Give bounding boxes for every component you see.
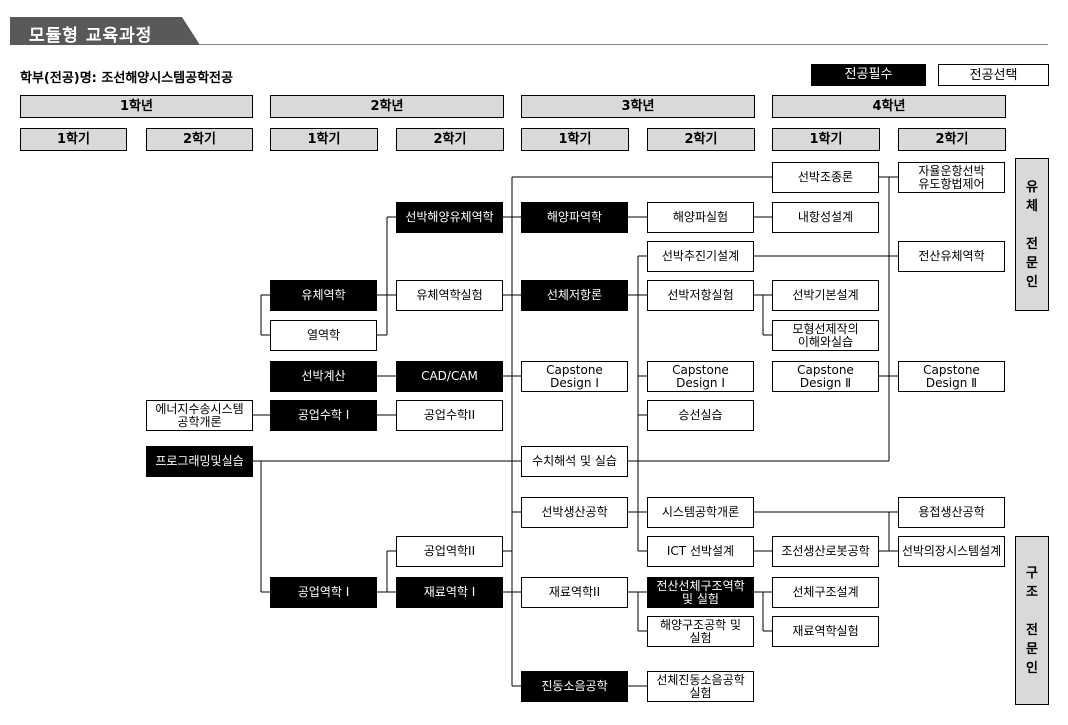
- course-fluid-lab: 유체역학실험: [396, 280, 503, 311]
- course-ship-ocean-fluid: 선박해양유체역학: [396, 202, 503, 233]
- semester-header-y1-s1: 1학기: [20, 128, 127, 151]
- legend-required: 전공필수: [811, 64, 926, 86]
- course-seakeeping-design: 내항성설계: [772, 202, 879, 233]
- title-tab-shape: [10, 17, 200, 45]
- year-header-1: 1학년: [20, 95, 253, 118]
- course-ship-outfitting-design: 선박의장시스템설계: [898, 536, 1005, 567]
- side-label-fluid-char: 체: [1026, 198, 1038, 214]
- course-cad-cam: CAD/CAM: [396, 361, 503, 392]
- title-tab: 모듈형 교육과정: [10, 17, 200, 46]
- course-wave-lab: 해양파실험: [647, 202, 754, 233]
- year-header-3: 3학년: [521, 95, 755, 118]
- year-header-2: 2학년: [270, 95, 504, 118]
- course-mechanics-of-materials-2: 재료역학II: [521, 577, 628, 608]
- side-label-fluid-char: 전: [1026, 236, 1038, 252]
- course-programming: 프로그래밍및실습: [146, 446, 253, 477]
- side-label-structure-char: 인: [1026, 660, 1038, 676]
- side-label-fluid-char: 인: [1026, 274, 1038, 290]
- side-label-structure-specialist: 구 조 전 문 인: [1015, 536, 1049, 705]
- course-propulsion-design: 선박추진기설계: [647, 241, 754, 272]
- course-resistance-lab: 선박저항실험: [647, 280, 754, 311]
- course-capstone-1-a: Capstone Design I: [521, 361, 628, 392]
- course-model-ship-practice: 모형선제작의 이해와실습: [772, 320, 879, 351]
- course-capstone-2-a: Capstone Design Ⅱ: [772, 361, 879, 392]
- course-fluid-mechanics: 유체역학: [270, 280, 377, 311]
- semester-header-y3-s1: 1학기: [521, 128, 629, 151]
- course-ship-calculation: 선박계산: [270, 361, 377, 392]
- course-capstone-1-b: Capstone Design I: [647, 361, 754, 392]
- side-label-fluid-char: 문: [1026, 255, 1038, 271]
- course-ship-resistance: 선체저항론: [521, 280, 628, 311]
- course-systems-engineering-intro: 시스템공학개론: [647, 497, 754, 528]
- course-engineering-math-2: 공업수학II: [396, 400, 503, 431]
- course-computational-structural-mechanics: 전산선체구조역학 및 실험: [647, 577, 754, 608]
- course-intro-energy-transport: 에너지수송시스템 공학개론: [146, 400, 253, 431]
- semester-header-y4-s1: 1학기: [772, 128, 880, 151]
- course-ocean-structural-engineering: 해양구조공학 및 실험: [647, 616, 754, 647]
- semester-header-y1-s2: 2학기: [146, 128, 253, 151]
- course-cfd: 전산유체역학: [898, 241, 1005, 272]
- side-label-structure-char: 전: [1026, 622, 1038, 638]
- course-ship-maneuvering: 선박조종론: [772, 162, 879, 193]
- course-vibration-noise: 진동소음공학: [521, 671, 628, 702]
- title-divider: [200, 44, 1048, 45]
- course-shipbuilding-robotics: 조선생산로봇공학: [772, 536, 879, 567]
- course-ict-ship-design: ICT 선박설계: [647, 536, 754, 567]
- course-ship-production: 선박생산공학: [521, 497, 628, 528]
- course-ocean-wave-mechanics: 해양파역학: [521, 202, 628, 233]
- course-numerical-analysis: 수치해석 및 실습: [521, 446, 628, 477]
- course-mechanics-of-materials-1: 재료역학 I: [396, 577, 503, 608]
- course-basic-ship-design: 선박기본설계: [772, 280, 879, 311]
- course-thermodynamics: 열역학: [270, 320, 377, 351]
- course-engineering-mechanics-1: 공업역학 I: [270, 577, 377, 608]
- semester-header-y2-s2: 2학기: [396, 128, 504, 151]
- side-label-fluid-char: 유: [1026, 179, 1038, 195]
- legend-elective: 전공선택: [938, 64, 1049, 86]
- year-header-4: 4학년: [772, 95, 1006, 118]
- side-label-fluid-specialist: 유 체 전 문 인: [1015, 158, 1049, 311]
- course-welding-production: 용접생산공학: [898, 497, 1005, 528]
- course-engineering-mechanics-2: 공업역학II: [396, 536, 503, 567]
- course-boarding-practice: 승선실습: [647, 400, 754, 431]
- semester-header-y2-s1: 1학기: [270, 128, 378, 151]
- course-materials-lab: 재료역학실험: [772, 616, 879, 647]
- side-label-structure-char: 조: [1026, 584, 1038, 600]
- department-label: 학부(전공)명: 조선해양시스템공학전공: [20, 71, 233, 86]
- course-capstone-2-b: Capstone Design Ⅱ: [898, 361, 1005, 392]
- page-title: 모듈형 교육과정: [29, 26, 153, 46]
- semester-header-y4-s2: 2학기: [898, 128, 1006, 151]
- course-autonomous-navigation: 자율운항선박 유도항법제어: [898, 162, 1005, 193]
- course-engineering-math-1: 공업수학 I: [270, 400, 377, 431]
- side-label-structure-char: 구: [1026, 565, 1038, 581]
- course-hull-vibration-noise-lab: 선체진동소음공학 실험: [647, 671, 754, 702]
- side-label-structure-char: 문: [1026, 641, 1038, 657]
- semester-header-y3-s2: 2학기: [647, 128, 755, 151]
- course-hull-structure-design: 선체구조설계: [772, 577, 879, 608]
